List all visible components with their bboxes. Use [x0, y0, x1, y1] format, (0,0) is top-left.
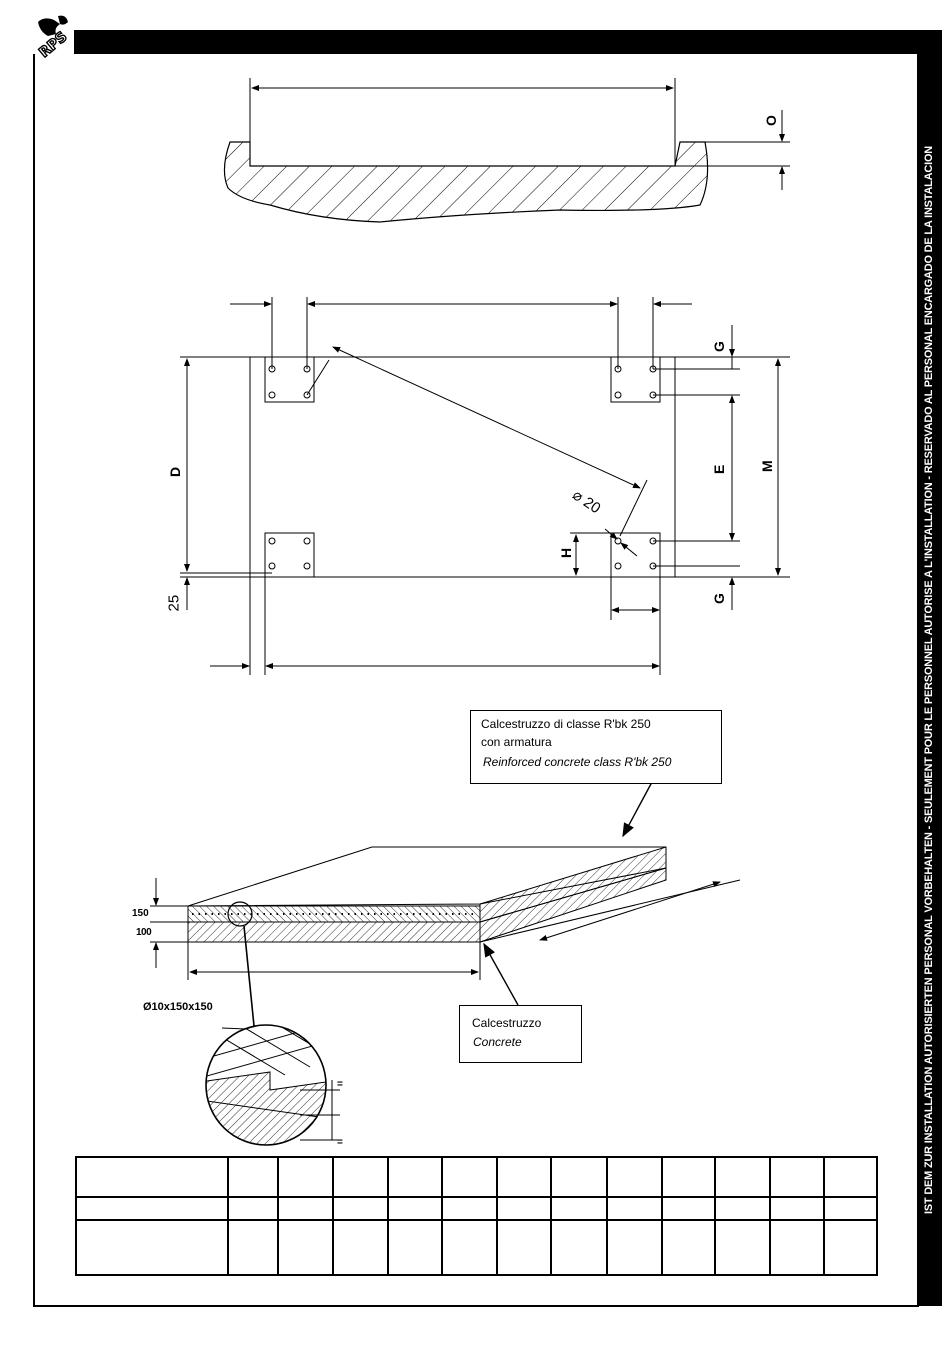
callout-concrete: Calcestruzzo Concrete [459, 1005, 582, 1063]
table-row [74, 1156, 879, 1198]
dim-o-label: O [763, 115, 779, 126]
table-cell [605, 1196, 664, 1221]
table-cell [227, 1196, 280, 1221]
callout-reinforced-line2: con armatura [481, 735, 552, 749]
dim-m-label: M [759, 460, 775, 472]
floor-section-view [223, 78, 790, 223]
table-cell [661, 1156, 717, 1198]
side-notice-bar [917, 54, 942, 1306]
table-cell [822, 1156, 879, 1198]
dimensions-table [74, 1156, 879, 1276]
rps-logo-icon: RPS [36, 15, 71, 60]
table-cell [440, 1219, 499, 1276]
table-row [74, 1219, 879, 1276]
table-cell [386, 1156, 443, 1198]
table-cell [332, 1219, 389, 1276]
table-cell [768, 1219, 825, 1276]
dim-d-label: D [167, 466, 183, 477]
table-cell [277, 1196, 335, 1221]
table-cell [440, 1156, 499, 1198]
callout-reinforced-line1: Calcestruzzo di classe R'bk 250 [481, 717, 651, 731]
table-cell [496, 1156, 553, 1198]
table-cell [661, 1196, 717, 1221]
table-cell [822, 1219, 879, 1276]
table-cell [714, 1196, 771, 1221]
table-cell [605, 1156, 664, 1198]
callout-reinforced-concrete: Calcestruzzo di classe R'bk 250 con arma… [470, 710, 722, 784]
dim-150-label: 150 [132, 908, 149, 919]
mesh-size-label: Ø10x150x150 [143, 1001, 213, 1013]
dim-h-label: H [558, 547, 574, 558]
table-cell [714, 1156, 771, 1198]
header-bar [74, 30, 942, 54]
slab-perspective-view [150, 781, 741, 1146]
frame-bottom-border [33, 1305, 919, 1307]
table-cell [496, 1219, 553, 1276]
dim-25-label: 25 [165, 594, 183, 612]
table-cell [74, 1219, 230, 1276]
table-cell [227, 1156, 280, 1198]
table-cell [768, 1156, 825, 1198]
table-cell [440, 1196, 499, 1221]
table-cell [74, 1156, 230, 1198]
table-cell [386, 1219, 443, 1276]
plan-view [180, 297, 790, 675]
table-cell [768, 1196, 825, 1221]
table-cell [822, 1196, 879, 1221]
table-cell [386, 1196, 443, 1221]
table-cell [550, 1196, 608, 1221]
dim-g-bottom-label: G [711, 593, 727, 604]
frame-left-border [33, 54, 35, 1307]
table-cell [714, 1219, 771, 1276]
table-cell [605, 1219, 664, 1276]
table-cell [496, 1196, 553, 1221]
equal-top-label: = [337, 1079, 343, 1090]
table-row [74, 1196, 879, 1221]
callout-concrete-line1: Calcestruzzo [472, 1016, 542, 1030]
table-cell [550, 1156, 608, 1198]
table-cell [550, 1219, 608, 1276]
dim-e-label: E [711, 464, 727, 474]
equal-bottom-label: = [337, 1137, 343, 1148]
table-cell [332, 1196, 389, 1221]
table-cell [227, 1219, 280, 1276]
table-cell [277, 1156, 335, 1198]
callout-concrete-line2: Concrete [473, 1035, 522, 1049]
table-cell [661, 1219, 717, 1276]
table-cell [332, 1156, 389, 1198]
dim-g-top-label: G [711, 341, 727, 352]
table-cell [277, 1219, 335, 1276]
callout-reinforced-line3: Reinforced concrete class R'bk 250 [483, 755, 672, 769]
table-cell [74, 1196, 230, 1221]
dim-100-label: 100 [136, 927, 152, 938]
